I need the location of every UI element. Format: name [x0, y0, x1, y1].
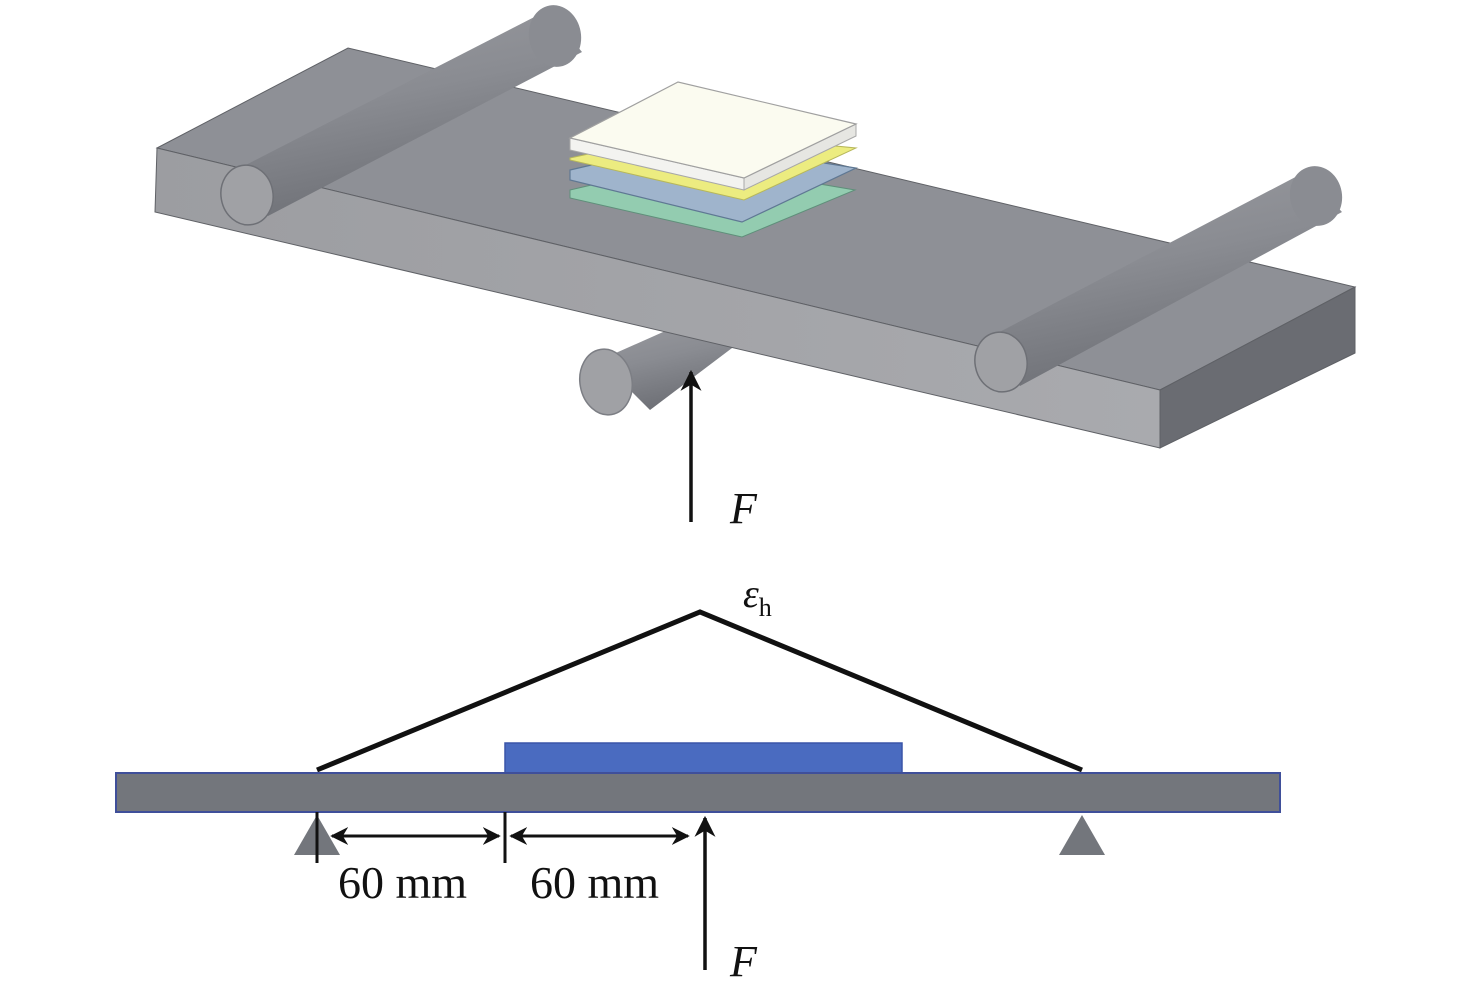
layer-glass-top [568, 81, 858, 179]
dimension-label-left: 60 mm [338, 857, 467, 908]
dimension-label-right: 60 mm [530, 857, 659, 908]
strain-distribution-line [316, 609, 1083, 773]
strain-label: εh [743, 571, 772, 622]
schematic-2d: εh 60 mm 60 mm F [115, 571, 1281, 986]
right-roller [974, 166, 1343, 393]
strain-subscript: h [759, 593, 772, 622]
force-label-top: F [729, 484, 758, 533]
left-roller [220, 5, 582, 226]
beam-side-face [1159, 286, 1356, 449]
bottom-roller [579, 320, 740, 416]
specimen-stack [568, 81, 859, 238]
fixture-3d: F [154, 5, 1357, 533]
schematic-specimen [504, 742, 903, 774]
right-support [1059, 815, 1105, 855]
force-label-bottom: F [729, 937, 758, 986]
schematic-beam [115, 772, 1281, 813]
